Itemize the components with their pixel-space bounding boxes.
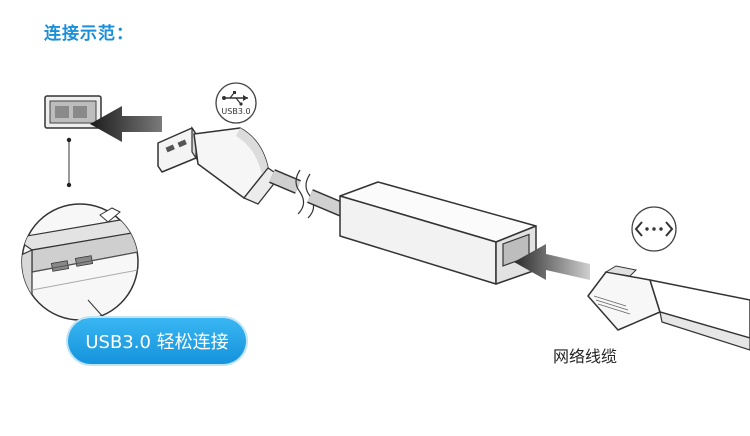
- usb-plug: [157, 126, 281, 205]
- usb-ethernet-adapter: [339, 181, 537, 285]
- ethernet-icon: [631, 206, 677, 252]
- usb-icon: [215, 82, 257, 124]
- usb-callout-badge: USB3.0 轻松连接: [68, 318, 246, 364]
- laptop-magnifier: [21, 203, 139, 321]
- usb-port: [44, 95, 102, 129]
- port-leader-line: [66, 137, 72, 188]
- rj45-plug: [587, 265, 750, 351]
- network-cable-label: 网络线缆: [553, 347, 618, 366]
- insert-usb-arrow: [90, 106, 162, 142]
- usb-icon-label: USB3.0: [221, 107, 251, 116]
- page-title: 连接示范：: [44, 24, 134, 44]
- callout-pointer: [87, 299, 105, 319]
- usb-cable: [269, 169, 351, 219]
- insert-ethernet-arrow: [514, 244, 590, 280]
